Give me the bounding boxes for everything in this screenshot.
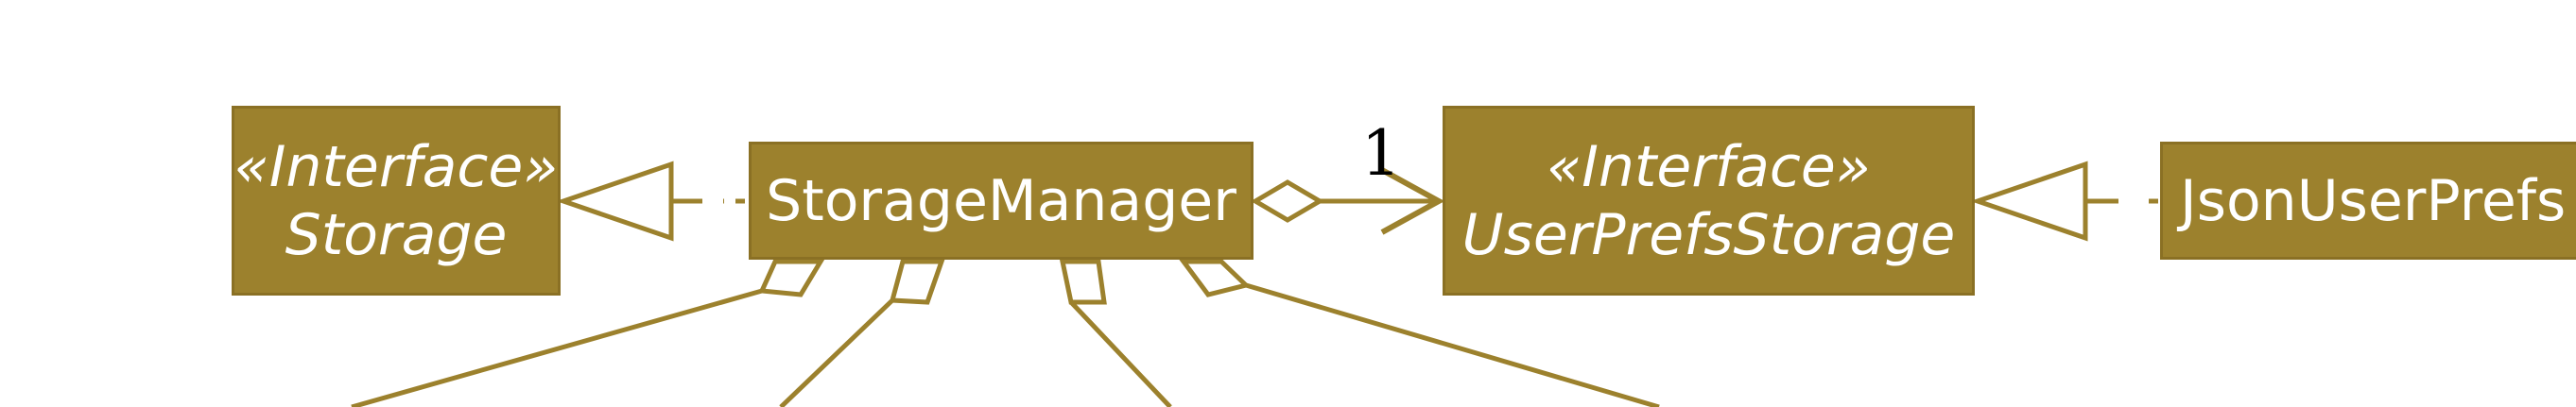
aggregation-diamond-user-prefs — [1251, 179, 1324, 223]
aggregation-diamond-down-2 — [889, 259, 945, 305]
edge-down-aggregation-2 — [779, 298, 894, 407]
aggregation-diamond-down-3 — [1059, 259, 1107, 305]
edge-down-aggregation-3 — [1069, 300, 1172, 407]
storage-stereotype: «Interface» — [233, 133, 559, 200]
aggregation-diamond-down-1 — [758, 259, 825, 297]
aggregation-diamond-down-4 — [1179, 259, 1251, 297]
storage-name: Storage — [285, 201, 508, 268]
edge-down-aggregation-1 — [351, 288, 763, 407]
user-prefs-storage-interface-node[interactable]: «Interface» UserPrefsStorage — [1443, 106, 1975, 296]
json-user-prefs-node[interactable]: JsonUserPrefs — [2160, 142, 2576, 260]
realization-arrowhead-ups — [1970, 161, 2088, 242]
realization-arrowhead-storage — [556, 161, 674, 242]
multiplicity-label: 1 — [1361, 117, 1401, 190]
user-prefs-storage-stereotype: «Interface» — [1547, 133, 1871, 200]
storage-manager-name: StorageManager — [766, 167, 1236, 234]
storage-manager-node[interactable]: StorageManager — [749, 142, 1253, 260]
edge-down-aggregation-4 — [1245, 282, 1660, 407]
user-prefs-storage-name: UserPrefsStorage — [1461, 201, 1956, 268]
association-arrowhead-user-prefs — [1380, 167, 1445, 235]
json-user-prefs-name: JsonUserPrefs — [2180, 167, 2567, 234]
storage-interface-node[interactable]: «Interface» Storage — [232, 106, 561, 296]
